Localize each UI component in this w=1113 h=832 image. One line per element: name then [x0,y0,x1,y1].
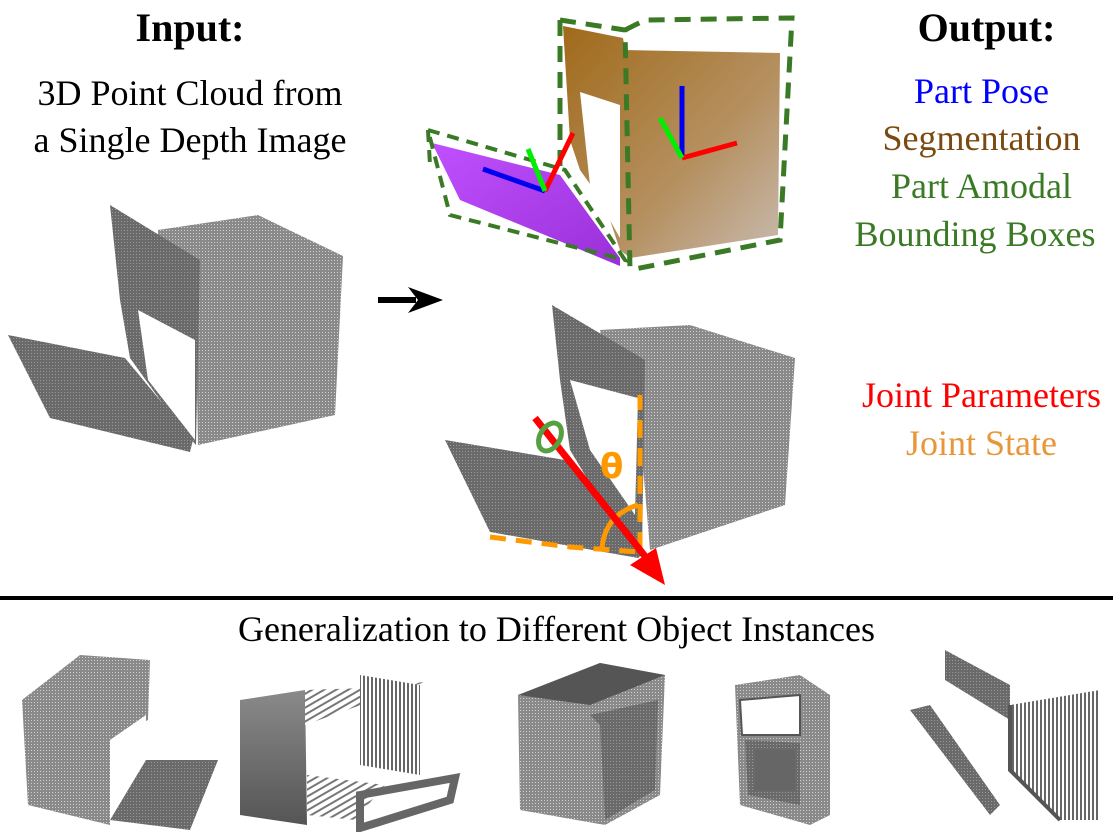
bbox-door [426,128,630,264]
generalization-title: Generalization to Different Object Insta… [237,609,876,649]
instance-2 [240,675,461,832]
segmented-window [580,92,620,238]
output-joint-parameters: Joint Parameters [862,375,1101,415]
segmented-door [432,143,620,266]
joint-oven-window [570,380,638,515]
theta-label: θ [600,447,623,487]
joint-visualization: θ [445,305,795,585]
instance-1 [22,655,218,830]
instance-5 [910,650,1100,822]
output-joint-state: Joint State [906,423,1057,463]
joint-oven-body [600,325,795,550]
output-part-amodal: Part Amodal [891,166,1072,206]
oven-door [8,335,193,452]
section-divider [0,596,1113,600]
segmentation-visualization [426,15,795,273]
input-description-line-2: a Single Depth Image [33,120,347,160]
instance-3 [518,663,665,825]
pose-axes-door [482,131,576,194]
input-point-cloud [8,205,343,452]
output-segmentation: Segmentation [882,118,1081,158]
output-bounding-boxes: Bounding Boxes [854,214,1096,254]
output-heading: Output: [917,5,1056,50]
bbox-body [557,15,795,273]
input-heading: Input: [135,5,245,50]
joint-axis-arrow [532,415,665,585]
output-part-pose: Part Pose [914,71,1049,111]
oven-window [138,310,195,440]
oven-body [158,215,343,445]
joint-oven-door [445,440,642,558]
joint-pivot-icon [536,420,564,454]
arrow-icon [378,287,443,313]
pose-axes-body [657,86,738,161]
instance-4 [735,675,830,825]
input-description-line-1: 3D Point Cloud from [37,73,343,113]
